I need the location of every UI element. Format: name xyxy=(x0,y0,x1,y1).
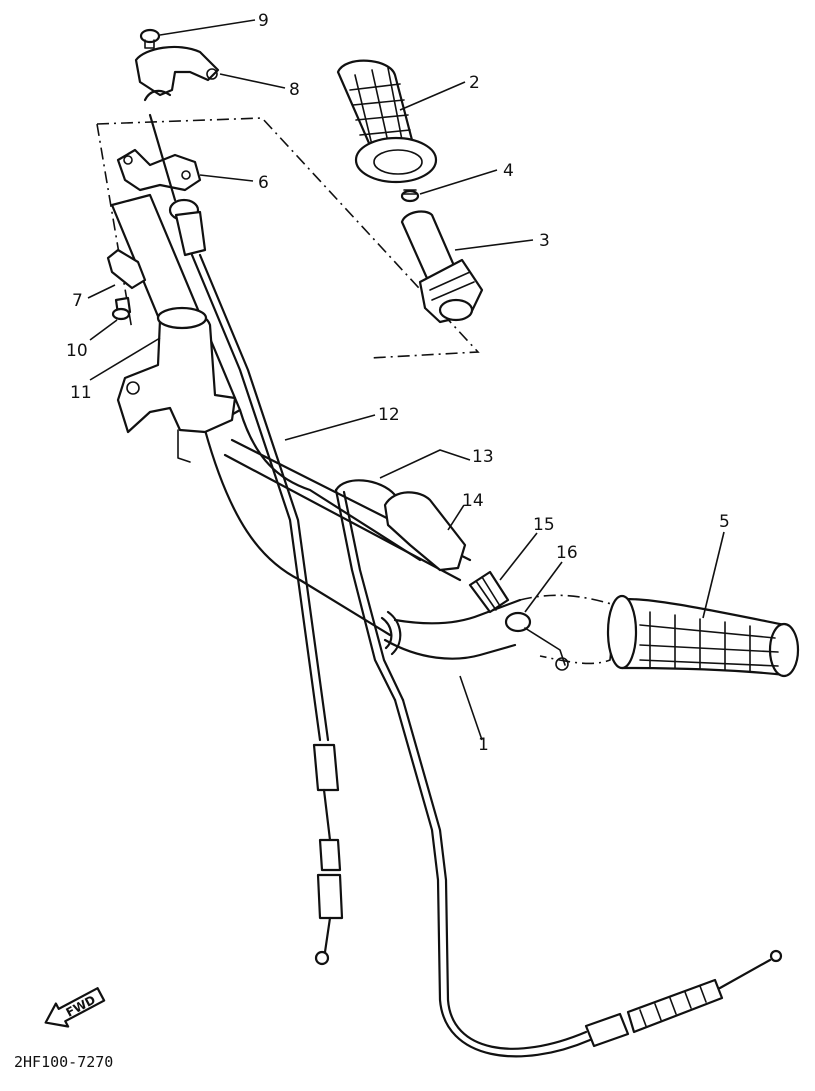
label-part-8: 8 xyxy=(289,80,300,100)
label-part-12: 12 xyxy=(378,405,400,425)
cable-guide-6 xyxy=(116,148,202,192)
screw-10 xyxy=(111,296,132,321)
label-part-14: 14 xyxy=(462,491,484,511)
label-part-9: 9 xyxy=(258,11,269,31)
grip-5 xyxy=(606,594,800,678)
screw-4 xyxy=(400,189,420,203)
label-part-10: 10 xyxy=(66,341,88,361)
label-part-16: 16 xyxy=(556,543,578,563)
label-part-3: 3 xyxy=(539,231,550,251)
throttle-cable-12 xyxy=(143,89,344,966)
label-part-2: 2 xyxy=(469,73,480,93)
label-part-6: 6 xyxy=(258,173,269,193)
label-part-1: 1 xyxy=(478,735,489,755)
grip-2 xyxy=(336,59,438,184)
label-part-5: 5 xyxy=(719,512,730,532)
diagram-code: 2HF100-7270 xyxy=(14,1053,113,1071)
label-part-7: 7 xyxy=(72,291,83,311)
cap-7 xyxy=(106,248,147,290)
bracket-8 xyxy=(134,45,220,97)
label-part-15: 15 xyxy=(533,515,555,535)
part-labels: 9 8 2 4 3 6 7 10 11 12 13 14 15 16 5 1 xyxy=(66,11,730,755)
clutch-cable-13 xyxy=(334,479,569,702)
throttle-tube-3 xyxy=(400,210,484,324)
label-part-13: 13 xyxy=(472,447,494,467)
label-part-4: 4 xyxy=(503,161,514,181)
throttle-housing xyxy=(116,306,237,463)
screw-9 xyxy=(139,28,161,49)
leader-lines xyxy=(87,19,725,741)
label-part-11: 11 xyxy=(70,383,92,403)
grip-assembly-dashed-box xyxy=(96,117,480,359)
fwd-arrow: FWD xyxy=(44,987,106,1028)
clutch-cable-lower xyxy=(393,698,783,1058)
